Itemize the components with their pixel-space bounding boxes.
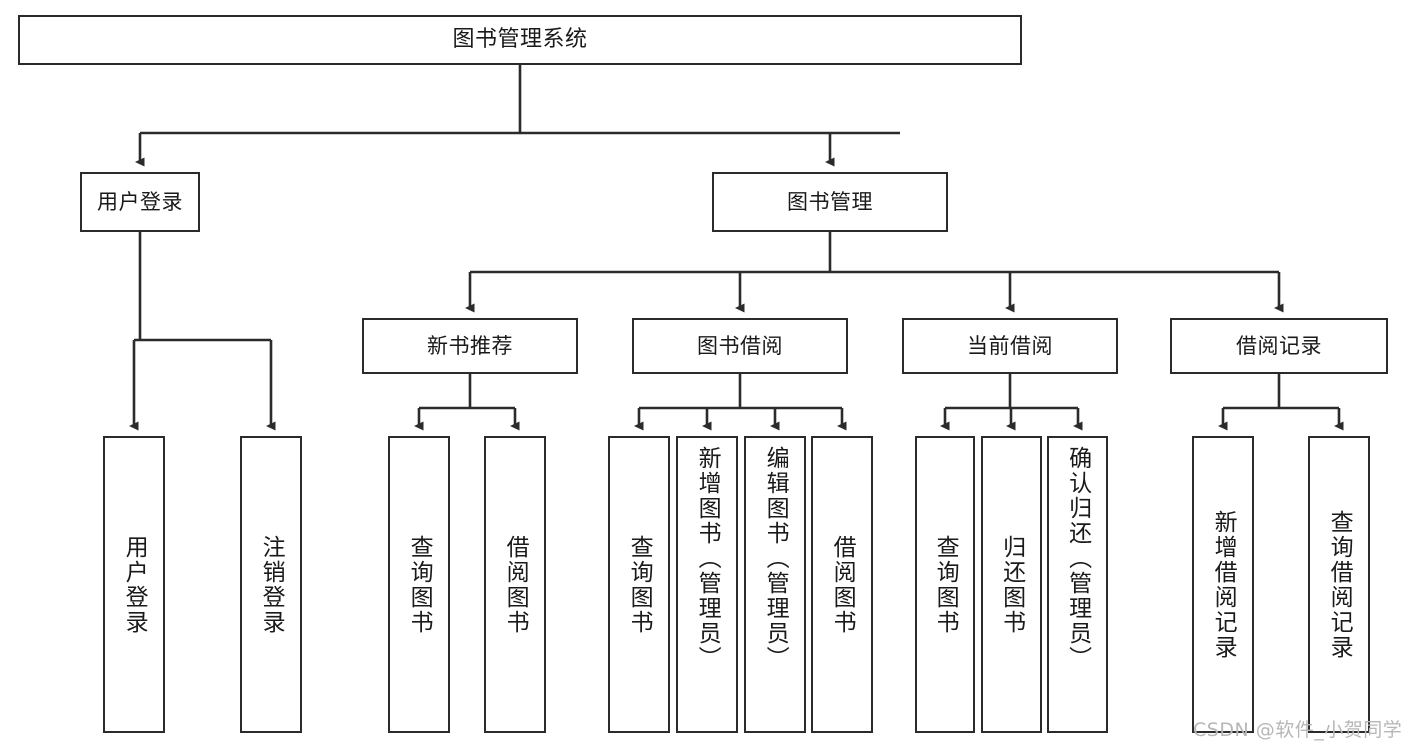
leaf-user-login[interactable]: 用户登录 xyxy=(103,436,165,733)
leaf-add-borrowing-record[interactable]: 新增借阅记录 xyxy=(1192,436,1254,733)
node-label: 用户登录 xyxy=(121,534,148,635)
node-label: 确认归还（管理员） xyxy=(1064,446,1091,671)
node-root-book-management-system[interactable]: 图书管理系统 xyxy=(18,15,1022,65)
node-label: 当前借阅 xyxy=(967,333,1053,358)
leaf-query-borrowing-record[interactable]: 查询借阅记录 xyxy=(1308,436,1370,733)
node-borrowing-record[interactable]: 借阅记录 xyxy=(1170,318,1388,374)
node-book-management[interactable]: 图书管理 xyxy=(712,172,948,232)
node-label: 借阅记录 xyxy=(1236,333,1322,358)
leaf-logout[interactable]: 注销登录 xyxy=(240,436,302,733)
node-label: 新增图书（管理员） xyxy=(694,446,721,671)
leaf-query-book-borrowing[interactable]: 查询图书 xyxy=(608,436,670,733)
node-label: 借阅图书 xyxy=(502,534,529,635)
node-label: 用户登录 xyxy=(97,189,183,214)
node-label: 归还图书 xyxy=(998,534,1025,635)
node-user-login[interactable]: 用户登录 xyxy=(80,172,200,232)
node-label: 查询借阅记录 xyxy=(1326,509,1353,660)
node-current-borrowing[interactable]: 当前借阅 xyxy=(902,318,1118,374)
node-label: 查询图书 xyxy=(932,534,959,635)
node-label: 新增借阅记录 xyxy=(1210,509,1237,660)
leaf-borrow-book[interactable]: 借阅图书 xyxy=(811,436,873,733)
leaf-borrow-book-recommendation[interactable]: 借阅图书 xyxy=(484,436,546,733)
leaf-return-book[interactable]: 归还图书 xyxy=(981,436,1042,733)
node-book-borrowing[interactable]: 图书借阅 xyxy=(632,318,848,374)
csdn-watermark: CSDN @软件_小贺同学 xyxy=(1193,719,1403,741)
leaf-confirm-return-admin[interactable]: 确认归还（管理员） xyxy=(1047,436,1108,733)
node-label: 图书管理系统 xyxy=(452,27,588,53)
node-label: 查询图书 xyxy=(406,534,433,635)
node-label: 借阅图书 xyxy=(829,534,856,635)
node-label: 注销登录 xyxy=(258,534,285,635)
leaf-query-book-recommendation[interactable]: 查询图书 xyxy=(388,436,450,733)
node-label: 查询图书 xyxy=(626,534,653,635)
leaf-edit-book-admin[interactable]: 编辑图书（管理员） xyxy=(744,436,806,733)
leaf-add-book-admin[interactable]: 新增图书（管理员） xyxy=(676,436,738,733)
node-label: 图书借阅 xyxy=(697,333,783,358)
node-label: 新书推荐 xyxy=(427,333,513,358)
node-label: 编辑图书（管理员） xyxy=(762,446,789,671)
node-label: 图书管理 xyxy=(787,189,873,214)
leaf-query-book-current[interactable]: 查询图书 xyxy=(915,436,975,733)
node-new-book-recommendation[interactable]: 新书推荐 xyxy=(362,318,578,374)
